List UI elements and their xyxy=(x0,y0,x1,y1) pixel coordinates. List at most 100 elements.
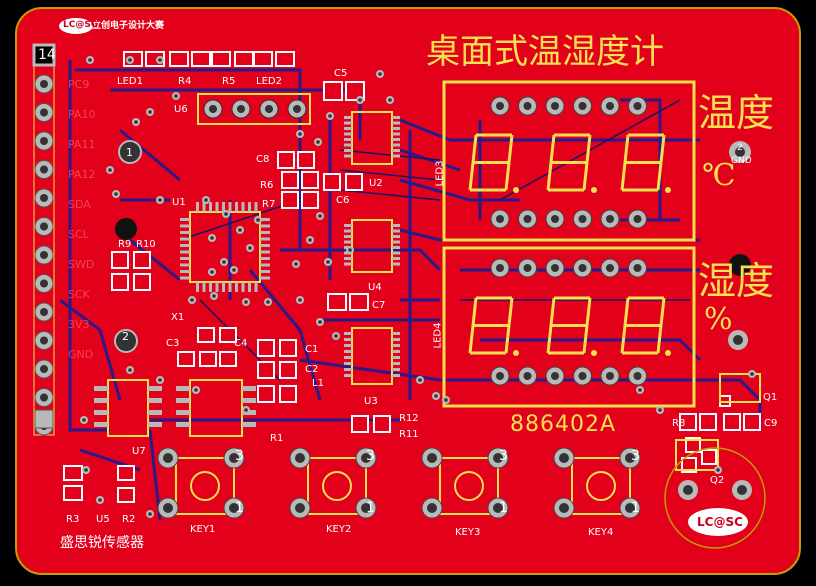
smd-pad xyxy=(323,81,343,101)
smd-pad xyxy=(197,327,215,343)
smd-pad xyxy=(345,173,363,191)
key-footprint xyxy=(553,447,641,519)
smd-pad xyxy=(117,487,135,503)
label-c6: C6 xyxy=(336,195,350,206)
smd-pad xyxy=(199,351,217,367)
smd-pad xyxy=(351,415,369,433)
label-r8: R8 xyxy=(672,418,686,429)
label-led4: LED4 xyxy=(432,322,444,349)
brand-text: 立创电子设计大赛 xyxy=(92,21,165,31)
gnd-label: GND xyxy=(731,156,752,166)
label-r1: R1 xyxy=(270,433,284,444)
led4-outline xyxy=(442,246,696,408)
led3-outline xyxy=(442,80,696,242)
logo-top xyxy=(59,18,93,34)
header-pin-label: SCK xyxy=(68,288,90,301)
smd-pad xyxy=(257,385,275,403)
vias xyxy=(80,56,756,518)
ic-pins xyxy=(344,116,400,377)
label-r4: R4 xyxy=(178,76,192,87)
smd-pad xyxy=(177,351,195,367)
smd-pad xyxy=(169,51,189,67)
smd-pad xyxy=(301,191,319,209)
mount-holes xyxy=(114,140,752,500)
smd-pad xyxy=(373,415,391,433)
smd-pad xyxy=(257,361,275,379)
label-c4: C4 xyxy=(234,338,248,349)
smd-pad xyxy=(257,339,275,357)
smd-pad xyxy=(219,327,237,343)
label-led1: LED1 xyxy=(117,76,143,87)
smd-pad xyxy=(323,173,341,191)
smd-pad xyxy=(111,251,129,269)
header-pin-label: PA12 xyxy=(68,168,96,181)
seven-seg-digit xyxy=(468,133,519,193)
smd-pad xyxy=(63,465,83,481)
sensor-label: 盛思锐传感器 xyxy=(60,535,144,551)
smd-pad xyxy=(281,191,299,209)
key4-pin3: 3 xyxy=(631,448,640,464)
label-u5: U5 xyxy=(96,514,110,525)
thin-traces xyxy=(179,99,690,381)
key1-label: KEY1 xyxy=(190,524,216,535)
label-r12: R12 xyxy=(399,413,419,424)
smd-pad xyxy=(133,251,151,269)
label-u7: U7 xyxy=(132,446,146,457)
smd-pad xyxy=(133,273,151,291)
logo-text-top: LC@SC xyxy=(63,20,98,30)
board-title: 桌面式温湿度计 xyxy=(426,32,664,72)
label-q1: Q1 xyxy=(763,392,778,403)
smd-pad xyxy=(253,51,273,67)
label-led3: LED3 xyxy=(434,160,446,187)
label-c8: C8 xyxy=(256,154,270,165)
part-number: 886402A xyxy=(510,412,617,437)
key-footprints xyxy=(157,447,641,519)
label-r5: R5 xyxy=(222,76,236,87)
header-pin-label: SDA xyxy=(68,198,91,211)
header-pin-label: 3V3 xyxy=(68,318,90,331)
u7-outline xyxy=(107,379,149,437)
u6-pads xyxy=(203,99,307,119)
label-c9: C9 xyxy=(764,418,778,429)
label-u4: U4 xyxy=(368,282,382,293)
key3-pin1: 1 xyxy=(499,500,508,516)
hum-label: 湿度 xyxy=(698,259,775,303)
key1-pin1: 1 xyxy=(235,500,244,516)
smd-pad xyxy=(679,413,697,431)
header-pin-label: PA10 xyxy=(68,108,96,121)
header-pin-label: PA11 xyxy=(68,138,96,151)
board-outline xyxy=(15,7,801,575)
smd-pad xyxy=(327,293,347,311)
smd-pad xyxy=(699,413,717,431)
header-pad-square xyxy=(34,409,54,429)
smd-pad xyxy=(723,413,741,431)
header-pin-label: SCL xyxy=(68,228,89,241)
key-footprint xyxy=(289,447,377,519)
temp-unit: ℃ xyxy=(702,158,736,193)
smd-pad xyxy=(219,351,237,367)
label-x1: X1 xyxy=(171,312,185,323)
smd-pad xyxy=(111,273,129,291)
smd-pad xyxy=(275,51,295,67)
hum-unit: % xyxy=(704,302,733,337)
header-pin-label: PC9 xyxy=(68,78,90,91)
key2-pin1: 1 xyxy=(366,500,375,516)
seven-seg-digit xyxy=(468,296,519,356)
smd-pad xyxy=(191,51,211,67)
display-pads xyxy=(490,96,647,386)
seven-segment-digits xyxy=(468,133,671,356)
key4-pin1: 1 xyxy=(631,500,640,516)
label-c7: C7 xyxy=(372,300,386,311)
gnd-pin-number: 2 xyxy=(737,143,743,153)
key2-pin3: 3 xyxy=(366,448,375,464)
smd-pad xyxy=(211,51,231,67)
smd-pad xyxy=(301,171,319,189)
buzzer-outline xyxy=(664,447,766,549)
label-r10: R10 xyxy=(136,239,156,250)
mount-1-label: 1 xyxy=(126,146,133,159)
smd-pad xyxy=(743,413,761,431)
label-r3: R3 xyxy=(66,514,80,525)
key3-label: KEY3 xyxy=(455,527,481,538)
